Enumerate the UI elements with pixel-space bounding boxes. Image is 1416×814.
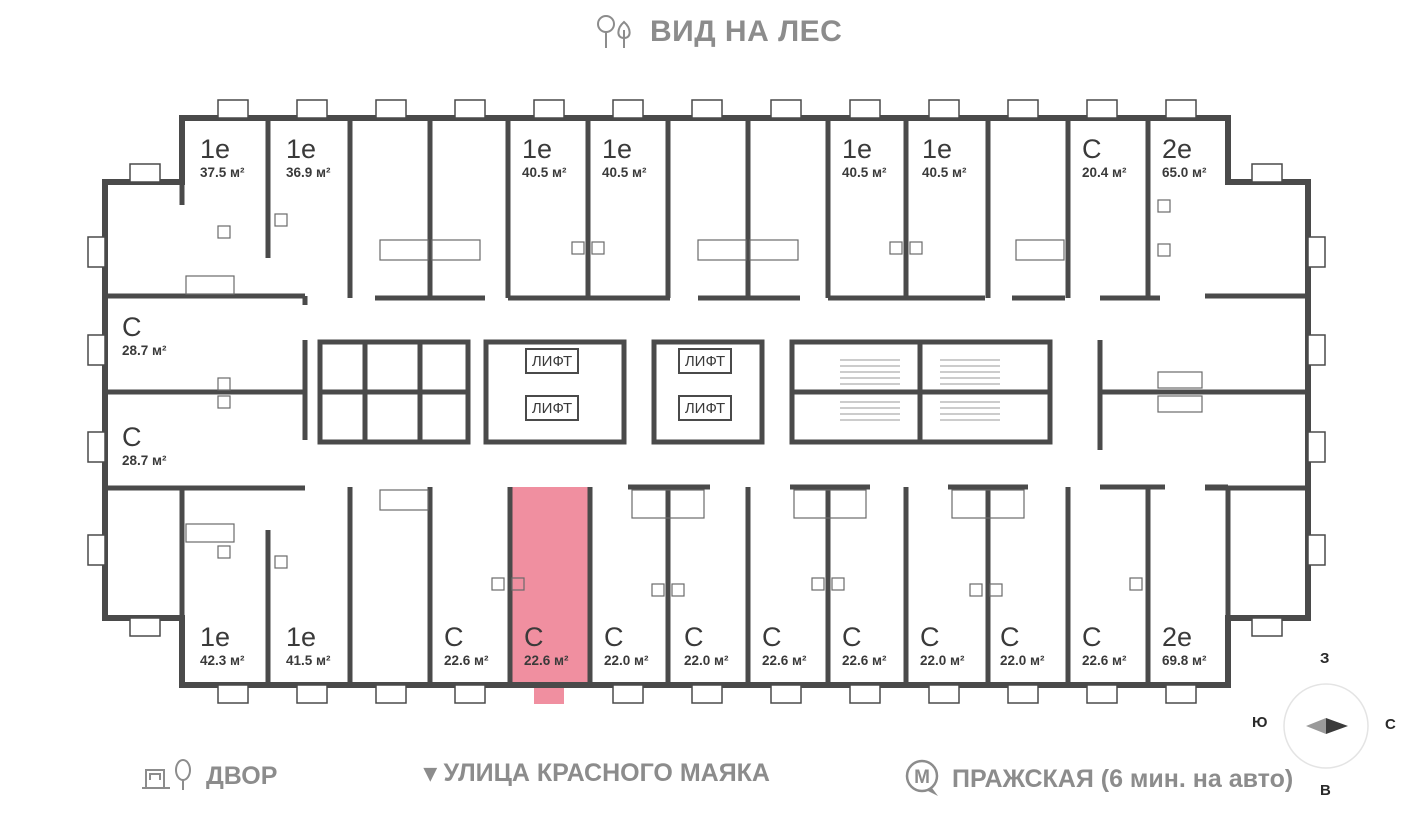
compass-west: Ю (1252, 714, 1268, 731)
metro-label-text: ПРАЖСКАЯ (6 мин. на авто) (952, 764, 1294, 793)
apartment-bottom-10[interactable]: С 22.0 м² (1000, 622, 1045, 668)
apartment-bottom-8[interactable]: С 22.6 м² (842, 622, 887, 668)
compass-icon (1283, 683, 1369, 769)
metro-label: М ПРАЖСКАЯ (6 мин. на авто) (904, 758, 1293, 800)
apartment-side-1[interactable]: С 28.7 м² (122, 312, 167, 358)
street-label: ▾ УЛИЦА КРАСНОГО МАЯКА (424, 758, 770, 788)
apartment-bottom-3[interactable]: С 22.6 м² (444, 622, 489, 668)
lift-3: ЛИФТ (678, 348, 732, 374)
lift-1: ЛИФТ (525, 348, 579, 374)
apartment-bottom-9[interactable]: С 22.0 м² (920, 622, 965, 668)
lift-4: ЛИФТ (678, 395, 732, 421)
view-label: ВИД НА ЛЕС (596, 14, 842, 50)
apartment-top-6[interactable]: 1е 40.5 м² (922, 134, 967, 180)
apartment-bottom-12[interactable]: 2е 69.8 м² (1162, 622, 1207, 668)
yard-icon (142, 759, 191, 790)
compass-north: З (1320, 650, 1330, 667)
yard-label: ДВОР (140, 758, 277, 794)
yard-label-text: ДВОР (206, 761, 278, 790)
apartment-bottom-6[interactable]: С 22.0 м² (684, 622, 729, 668)
apartment-bottom-7[interactable]: С 22.6 м² (762, 622, 807, 668)
street-label-text: ▾ УЛИЦА КРАСНОГО МАЯКА (424, 759, 770, 787)
apartment-top-1[interactable]: 1е 37.5 м² (200, 134, 245, 180)
metro-letter: М (914, 767, 930, 788)
apartment-bottom-5[interactable]: С 22.0 м² (604, 622, 649, 668)
apartment-bottom-11[interactable]: С 22.6 м² (1082, 622, 1127, 668)
highlighted-apartment[interactable] (512, 487, 588, 704)
apartment-top-5[interactable]: 1е 40.5 м² (842, 134, 887, 180)
apartment-top-3[interactable]: 1е 40.5 м² (522, 134, 567, 180)
tree-icon (597, 15, 631, 48)
apartment-bottom-1[interactable]: 1е 42.3 м² (200, 622, 245, 668)
apartment-bottom-4-selected[interactable]: С 22.6 м² (524, 622, 569, 668)
compass-east: С (1385, 716, 1396, 733)
apartment-side-2[interactable]: С 28.7 м² (122, 422, 167, 468)
apartment-top-7[interactable]: С 20.4 м² (1082, 134, 1127, 180)
apartment-top-8[interactable]: 2е 65.0 м² (1162, 134, 1207, 180)
apartment-top-4[interactable]: 1е 40.5 м² (602, 134, 647, 180)
metro-icon: М (905, 759, 939, 796)
compass-south: В (1320, 782, 1331, 799)
apartment-top-2[interactable]: 1е 36.9 м² (286, 134, 331, 180)
view-label-text: ВИД НА ЛЕС (650, 15, 843, 48)
apartment-bottom-2[interactable]: 1е 41.5 м² (286, 622, 331, 668)
lift-2: ЛИФТ (525, 395, 579, 421)
